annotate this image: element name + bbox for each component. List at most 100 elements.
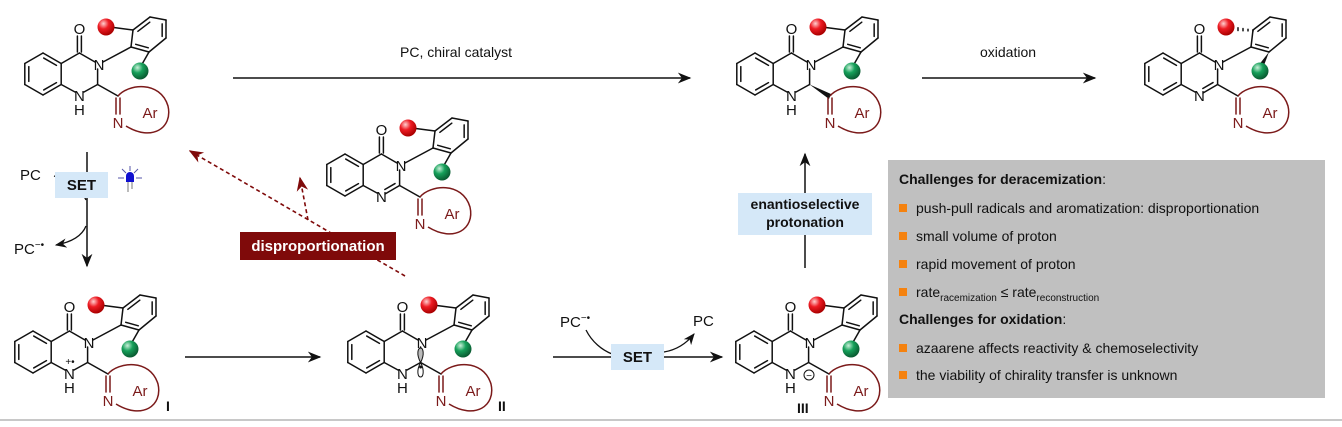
set-box-left: SET <box>55 172 108 198</box>
pc-radical-anion-bottom: PC−• <box>560 313 590 331</box>
radical-cation-mark: +• <box>65 357 75 368</box>
pc-radical-anion-left: PC−• <box>14 240 44 258</box>
bond <box>807 361 830 375</box>
bond <box>419 361 442 375</box>
double-bond <box>344 182 360 192</box>
double-bond <box>365 359 381 369</box>
radical-dot <box>419 365 423 369</box>
bond <box>347 330 367 343</box>
bond <box>380 153 398 164</box>
double-bond <box>42 81 58 91</box>
pc-text: PC <box>560 314 581 331</box>
double-bond <box>457 321 473 327</box>
bullet-icon <box>899 344 907 352</box>
challenge-item: small volume of proton <box>899 228 1057 244</box>
green-substituent-ball <box>1251 62 1269 80</box>
compound-label-I: I <box>166 398 170 414</box>
bond <box>32 361 52 374</box>
double-bond <box>439 122 453 134</box>
bond <box>130 29 134 48</box>
bond <box>772 52 793 65</box>
green-substituent-ball <box>454 340 472 358</box>
bond <box>401 330 419 341</box>
bond <box>860 294 878 299</box>
bond <box>73 361 89 371</box>
azaarene-ring <box>829 85 882 134</box>
bond <box>842 46 862 53</box>
bond <box>1250 29 1254 48</box>
bond <box>472 294 490 299</box>
bond <box>138 315 157 331</box>
bond <box>450 138 469 154</box>
deracemization-heading: Challenges for deracemization: <box>899 171 1106 187</box>
bond <box>1180 52 1201 65</box>
atom-label-n3: N <box>94 57 105 74</box>
bond <box>841 324 861 331</box>
atom-label: O <box>397 299 409 316</box>
atom-label-imine-n: N <box>113 115 124 132</box>
bond <box>404 147 434 164</box>
atom-label-n1: N <box>1194 88 1205 105</box>
bond <box>14 361 34 374</box>
azaarene-ring <box>419 186 472 235</box>
bond <box>50 361 66 371</box>
bond <box>813 324 843 341</box>
bond <box>1180 83 1196 93</box>
bond <box>86 361 109 375</box>
atom-label-n3: N <box>806 57 817 74</box>
pc-text: PC <box>14 241 35 258</box>
bond <box>753 330 773 343</box>
arrow-pcrad-in <box>585 329 613 355</box>
atom-label-ar: Ar <box>855 105 870 122</box>
bond <box>1252 16 1271 31</box>
bond <box>844 16 863 31</box>
bond <box>471 315 490 331</box>
bond <box>83 83 99 93</box>
bond <box>754 52 774 65</box>
atom-label-imine-n: N <box>1233 115 1244 132</box>
bond <box>24 83 44 96</box>
double-bond <box>42 57 58 67</box>
arrow-pc-out <box>54 225 87 248</box>
bond <box>78 52 96 63</box>
bond <box>861 16 879 21</box>
item-text: small volume of proton <box>916 228 1057 244</box>
bond <box>1268 37 1287 53</box>
double-bond <box>1254 43 1270 49</box>
double-bond <box>365 335 381 345</box>
atom-label-n1: N <box>397 366 408 383</box>
challenge-item: the viability of chirality transfer is u… <box>899 367 1177 383</box>
bullet-icon <box>899 232 907 240</box>
oxidation-heading: Challenges for oxidation: <box>899 311 1066 327</box>
bond <box>1222 46 1252 63</box>
bond <box>789 330 807 341</box>
double-bond <box>460 299 474 311</box>
bond <box>122 294 141 309</box>
bond <box>50 330 71 343</box>
bond <box>383 330 404 343</box>
bond <box>771 330 792 343</box>
bond <box>772 83 788 93</box>
bond <box>1144 52 1164 65</box>
bond <box>859 315 878 331</box>
double-bond <box>1202 81 1214 90</box>
red-substituent-ball <box>97 18 115 36</box>
atom-label-ar: Ar <box>466 383 481 400</box>
atom-label-ar: Ar <box>854 383 869 400</box>
bullet-icon <box>899 371 907 379</box>
bond <box>1162 83 1182 96</box>
bullet-icon <box>899 288 907 296</box>
bond <box>148 37 167 53</box>
green-substituent-ball <box>843 62 861 80</box>
red-substituent-ball <box>87 296 105 314</box>
charge-text: −• <box>580 313 591 324</box>
atom-label: O <box>1194 21 1206 38</box>
bond <box>96 83 119 97</box>
atom-label-imine-n: N <box>436 393 447 410</box>
bond <box>383 361 399 371</box>
set-box-bottom: SET <box>611 344 664 370</box>
bond <box>120 307 124 326</box>
red-substituent-ball <box>808 296 826 314</box>
